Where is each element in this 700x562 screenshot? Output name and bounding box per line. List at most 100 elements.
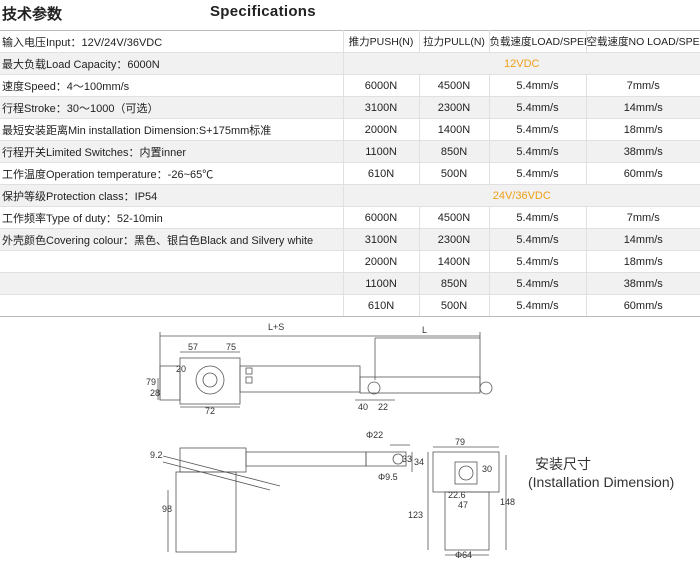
dim-33: 33	[402, 454, 412, 464]
dim-9-2: 9.2	[150, 450, 163, 460]
spec-label: 最大负载Load Capacity：6000N	[0, 52, 344, 75]
dim-47: 47	[458, 500, 468, 510]
table-cell: 60mm/s	[586, 294, 700, 317]
spec-label: 最短安装距离Min installation Dimension:S+175mm…	[0, 118, 344, 141]
table-cell: 5.4mm/s	[489, 206, 587, 229]
table-cell: 4500N	[419, 206, 490, 229]
spec-label: 行程Stroke：30～1000（可选）	[0, 96, 344, 119]
table-cell: 3100N	[343, 96, 420, 119]
table-cell: 5.4mm/s	[489, 272, 587, 295]
dim-79a: 79	[146, 377, 156, 387]
title-en: Specifications	[210, 3, 316, 20]
spec-row: 最短安装距离Min installation Dimension:S+175mm…	[0, 118, 700, 141]
dim-79b: 79	[455, 437, 465, 447]
dim-72: 72	[205, 406, 215, 416]
voltage-group-label: 24V/36VDC	[343, 184, 700, 207]
table-cell: 2000N	[343, 250, 420, 273]
dim-ls: L+S	[268, 322, 284, 332]
spec-label	[0, 250, 344, 273]
table-cell: 6000N	[343, 74, 420, 97]
table-cell: 2300N	[419, 96, 490, 119]
table-cell: 38mm/s	[586, 272, 700, 295]
table-cell: 2300N	[419, 228, 490, 251]
table-cell: 1400N	[419, 250, 490, 273]
table-cell: 14mm/s	[586, 228, 700, 251]
table-cell: 60mm/s	[586, 162, 700, 185]
title-cn: 技术参数	[2, 5, 63, 23]
dim-22a: 22	[378, 402, 388, 412]
spec-label: 工作频率Type of duty：52-10min	[0, 206, 344, 229]
table-cell: 38mm/s	[586, 140, 700, 163]
table-cell: 5.4mm/s	[489, 74, 587, 97]
dim-22-6: 22.6	[448, 490, 466, 500]
dim-20: 20	[176, 364, 186, 374]
dim-123: 123	[408, 510, 423, 520]
voltage-group-label: 12VDC	[343, 52, 700, 75]
table-cell: 7mm/s	[586, 74, 700, 97]
caption-cn: 安装尺寸	[535, 457, 591, 473]
table-cell: 5.4mm/s	[489, 250, 587, 273]
dim-28: 28	[150, 388, 160, 398]
dim-phi22: Φ22	[366, 430, 383, 440]
dim-75: 75	[226, 342, 236, 352]
dim-40: 40	[358, 402, 368, 412]
table-cell: 7mm/s	[586, 206, 700, 229]
dim-l: L	[422, 325, 427, 335]
table-cell: 500N	[419, 162, 490, 185]
column-header: 拉力PULL(N)	[419, 30, 490, 53]
table-cell: 850N	[419, 140, 490, 163]
dim-98: 98	[162, 504, 172, 514]
header: 技术参数 Specifications	[0, 0, 700, 30]
table-cell: 18mm/s	[586, 118, 700, 141]
table-cell: 850N	[419, 272, 490, 295]
table-cell: 5.4mm/s	[489, 228, 587, 251]
dim-phi64: Φ64	[455, 550, 472, 560]
spec-label: 输入电压Input：12V/24V/36VDC	[0, 30, 344, 53]
table-cell: 5.4mm/s	[489, 294, 587, 317]
table-cell: 4500N	[419, 74, 490, 97]
column-header: 空载速度NO LOAD/SPEED	[586, 30, 700, 53]
dim-148: 148	[500, 497, 515, 507]
table-cell: 5.4mm/s	[489, 96, 587, 119]
table-cell: 1100N	[343, 272, 420, 295]
table-cell: 18mm/s	[586, 250, 700, 273]
spec-label: 行程开关Limited Switches：内置inner	[0, 140, 344, 163]
table-cell: 5.4mm/s	[489, 162, 587, 185]
table-cell: 1400N	[419, 118, 490, 141]
spec-label: 保护等级Protection class：IP54	[0, 184, 344, 207]
table-cell: 6000N	[343, 206, 420, 229]
table-cell: 3100N	[343, 228, 420, 251]
column-header: 负载速度LOAD/SPEED	[489, 30, 587, 53]
spec-label: 工作温度Operation temperature：-26~65℃	[0, 162, 344, 185]
dim-57: 57	[188, 342, 198, 352]
table-cell: 610N	[343, 294, 420, 317]
spec-label: 速度Speed：4～100mm/s	[0, 74, 344, 97]
table-cell: 1100N	[343, 140, 420, 163]
spec-label: 外壳颜色Covering colour：黑色、银白色Black and Silv…	[0, 228, 344, 251]
spec-label	[0, 272, 344, 295]
dim-30: 30	[482, 464, 492, 474]
spec-row: 外壳颜色Covering colour：黑色、银白色Black and Silv…	[0, 228, 700, 251]
table-cell: 2000N	[343, 118, 420, 141]
table-cell: 610N	[343, 162, 420, 185]
table-cell: 14mm/s	[586, 96, 700, 119]
dim-34: 34	[414, 457, 424, 467]
table-cell: 5.4mm/s	[489, 118, 587, 141]
caption-en: (Installation Dimension)	[528, 474, 675, 490]
dim-phi9-5: Φ9.5	[378, 472, 398, 482]
column-header: 推力PUSH(N)	[343, 30, 420, 53]
table-cell: 5.4mm/s	[489, 140, 587, 163]
